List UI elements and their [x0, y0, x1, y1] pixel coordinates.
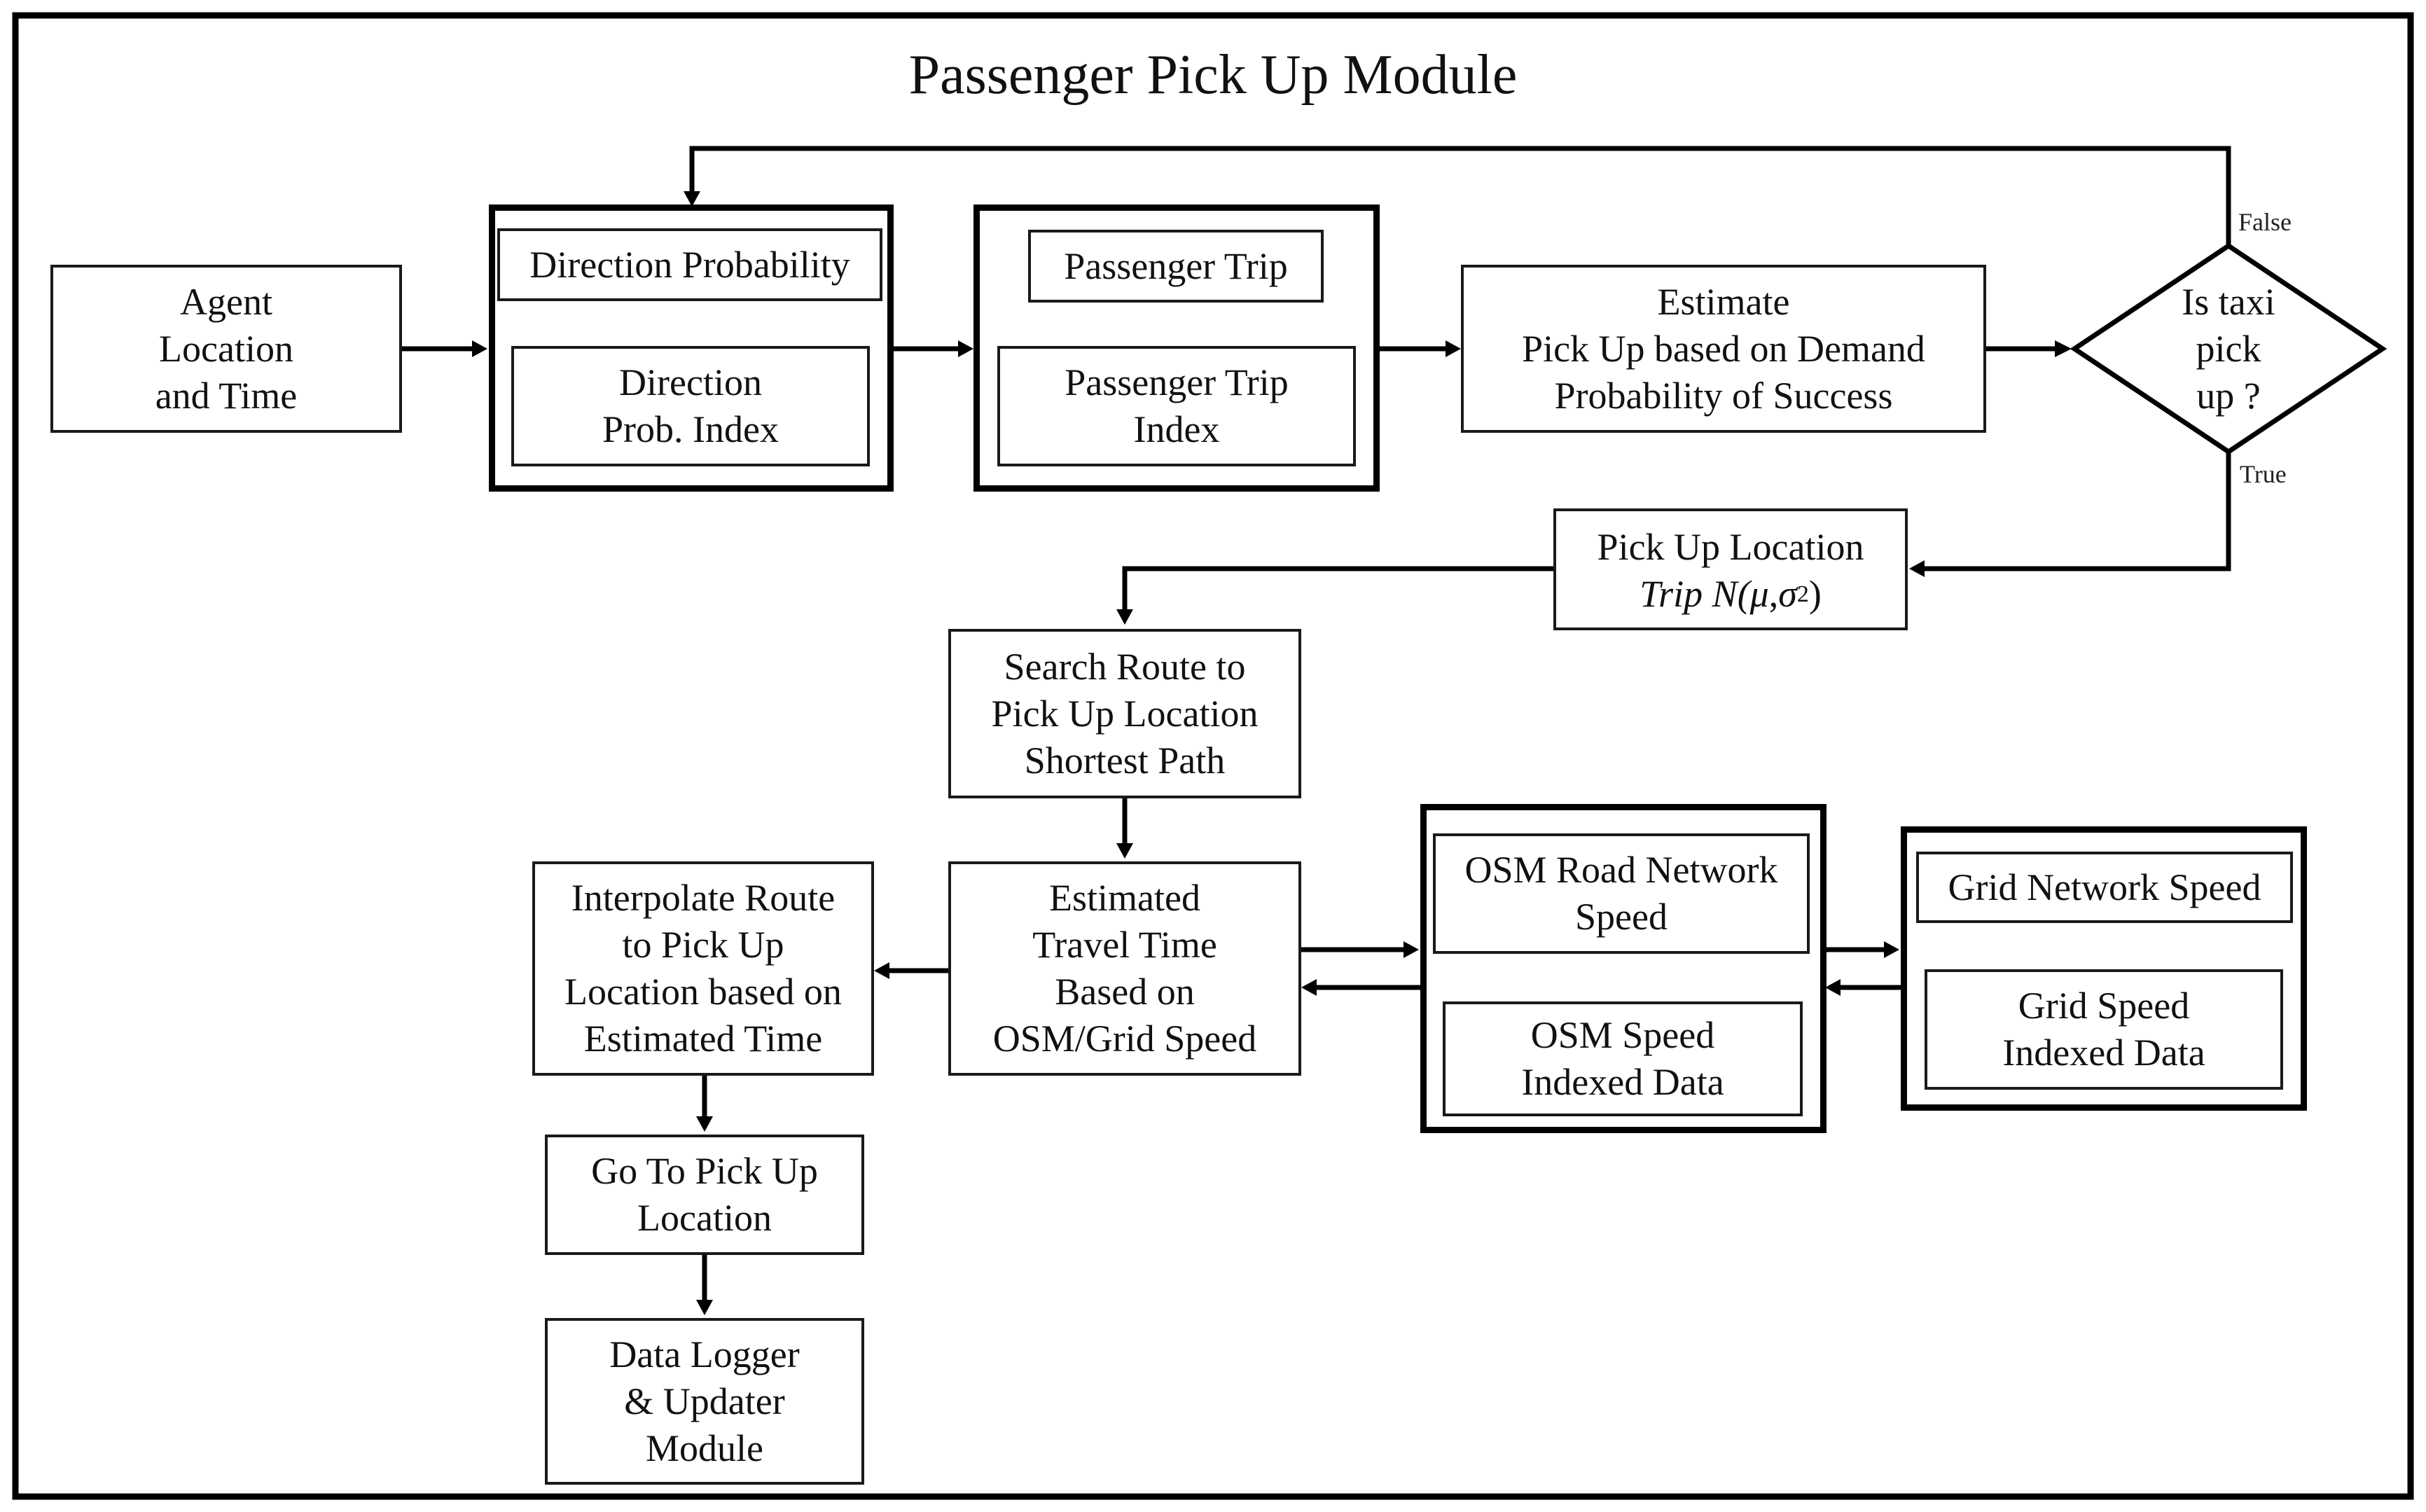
arrowhead: [1884, 941, 1899, 958]
formula-comma: ,: [1768, 573, 1779, 615]
node-data-logger-updater: Data Logger & Updater Module: [545, 1318, 864, 1485]
arrowhead: [1116, 609, 1133, 625]
arrowhead: [1301, 979, 1317, 996]
node-estimated-travel-time: Estimated Travel Time Based on OSM/Grid …: [948, 861, 1301, 1076]
outer-border: [12, 12, 2414, 1500]
diagram-title: Passenger Pick Up Module: [908, 44, 1518, 106]
formula-sigma: σ: [1778, 573, 1797, 615]
node-passenger-trip-index: Passenger Trip Index: [997, 346, 1356, 466]
node-grid-network-speed: Grid Network Speed: [1916, 852, 2293, 923]
arrowhead: [958, 340, 973, 357]
edge-label-true: True: [2240, 460, 2287, 488]
formula-close: ): [1808, 573, 1822, 615]
arrowhead: [1825, 979, 1841, 996]
arrowhead: [472, 340, 487, 357]
edge-pickup-to-search: [1122, 566, 1553, 611]
node-decision-text: Is taxi pick up ?: [2182, 280, 2275, 417]
node-osm-speed-indexed-data: OSM Speed Indexed Data: [1443, 1001, 1803, 1116]
formula-trip: Trip: [1640, 573, 1703, 615]
pickup-location-label: Pick Up Location: [1597, 526, 1864, 568]
node-search-route: Search Route to Pick Up Location Shortes…: [948, 629, 1301, 798]
arrowhead: [1116, 843, 1133, 859]
arrowhead: [874, 962, 889, 979]
edge-false-loop: [689, 146, 2231, 246]
node-grid-speed-indexed-data: Grid Speed Indexed Data: [1925, 969, 2283, 1090]
edge-label-false: False: [2238, 208, 2292, 236]
node-go-to-pickup-location: Go To Pick Up Location: [545, 1135, 864, 1255]
formula-mu: μ: [1749, 573, 1769, 615]
node-osm-road-network-speed: OSM Road Network Speed: [1433, 833, 1810, 954]
arrowhead: [1403, 941, 1419, 958]
edge-true-to-pickup: [1925, 452, 2231, 571]
node-direction-probability: Direction Probability: [497, 228, 882, 301]
arrowhead: [696, 1116, 713, 1132]
arrowhead: [684, 191, 700, 207]
arrowhead: [1446, 340, 1461, 357]
arrowhead: [696, 1300, 713, 1315]
node-interpolate-route: Interpolate Route to Pick Up Location ba…: [532, 861, 874, 1076]
arrowhead: [2055, 340, 2072, 357]
node-direction-prob-index: Direction Prob. Index: [511, 346, 870, 466]
node-estimate-pickup: Estimate Pick Up based on Demand Probabi…: [1461, 265, 1986, 433]
arrowhead: [1909, 560, 1925, 577]
formula-n: N(: [1712, 573, 1750, 615]
node-passenger-trip: Passenger Trip: [1028, 230, 1324, 303]
node-agent-location-time: Agent Location and Time: [50, 265, 402, 433]
decision-diamond: [2070, 242, 2387, 455]
